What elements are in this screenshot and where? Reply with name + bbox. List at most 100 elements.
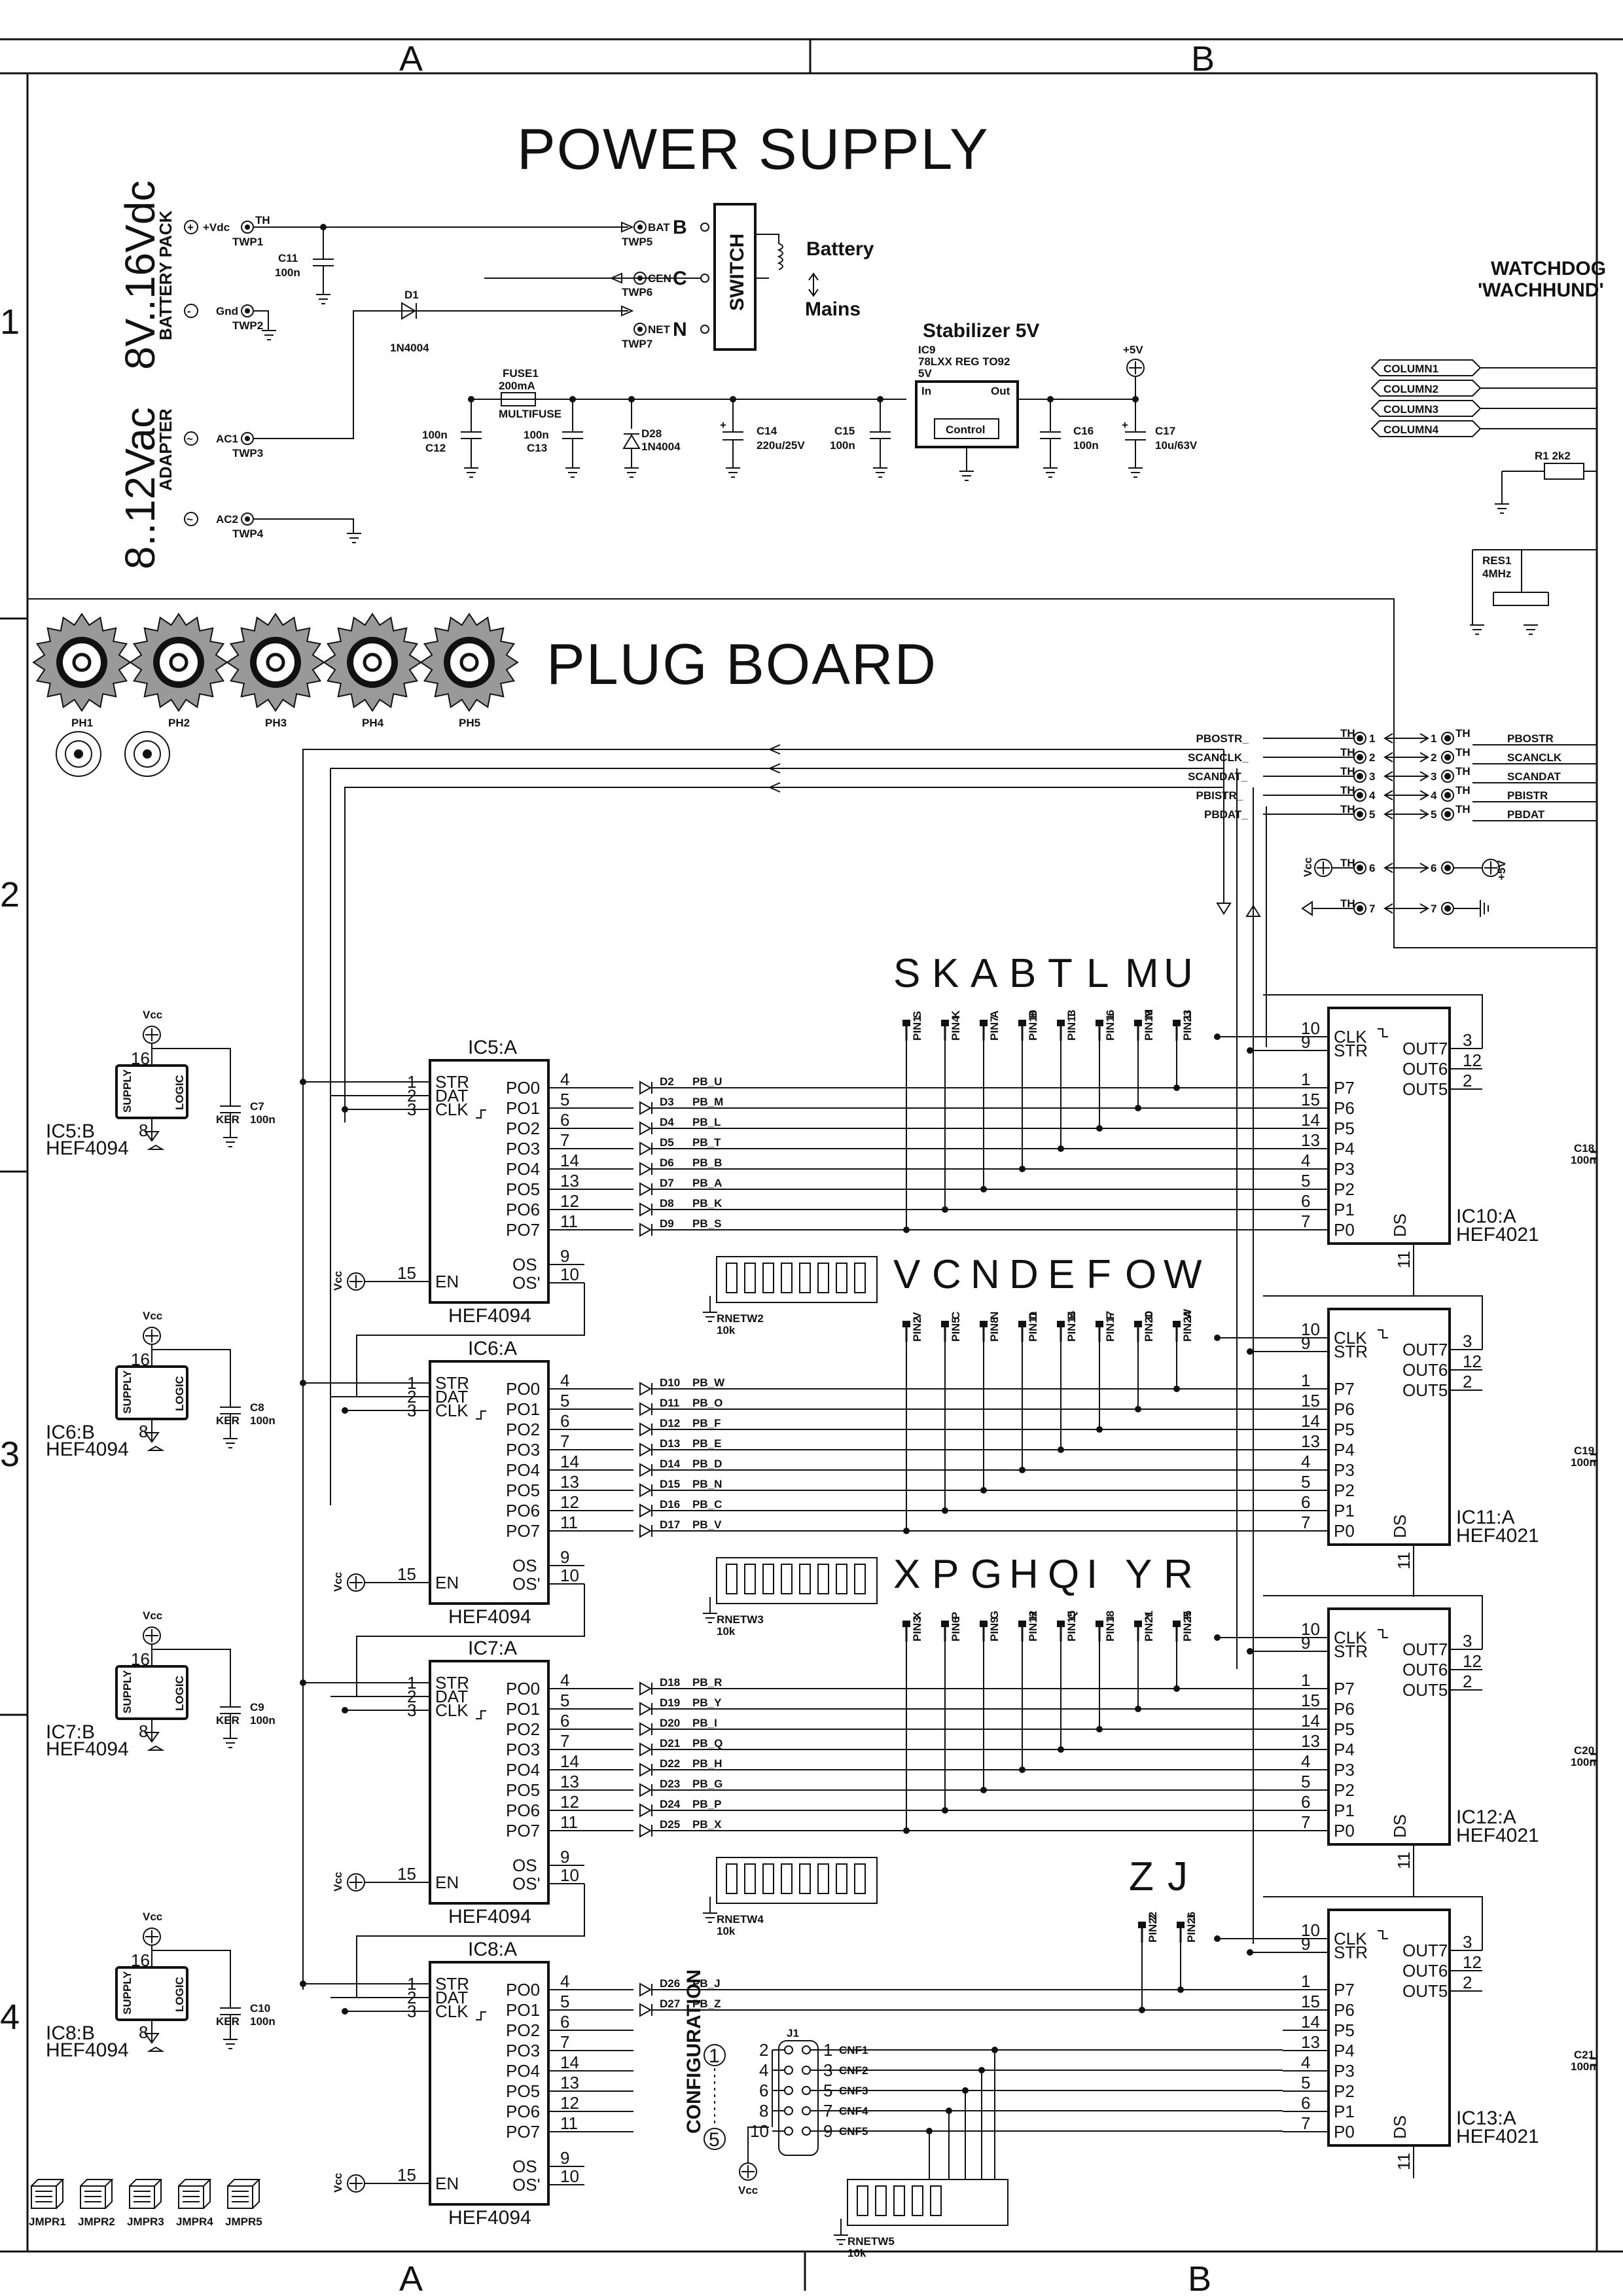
plug-jack: PH4 [323,613,422,729]
ic4021-right-num: 12 [1463,1352,1482,1371]
mains-label: Mains [805,298,861,320]
ic4094-right-name: PO6 [506,1801,540,1820]
connector-pin-left: 1 [1369,732,1375,745]
ic4094-en-num: 15 [397,2165,416,2185]
ic4021-left-num: 6 [1301,2093,1310,2113]
group-pin-letter: K [950,1010,962,1018]
ic4021-right-name: OUT5 [1402,1380,1448,1400]
ic4021-left-name: P5 [1334,1119,1355,1138]
group-pin-label: PIN4 [950,1016,962,1041]
ic4094-right-name: PO2 [506,1420,540,1439]
ic4094-right-name: PO7 [506,1521,540,1541]
ic4094-right-name: PO3 [506,1740,540,1759]
ic4094-right-name: PO4 [506,1159,540,1179]
ic4021-right-num: 3 [1463,1631,1472,1651]
ic4021-right-name: OUT5 [1402,1680,1448,1700]
ic4094-right-name: PO1 [506,2000,540,2020]
diode-label: D14 [660,1458,681,1470]
ic4021-ds-num: 11 [1394,1852,1414,1869]
pin-socket [980,1621,988,1627]
fuse-value: 200mA [499,380,535,392]
ic4021-right-num: 3 [1463,1331,1472,1351]
group-pin-label: PIN6 [950,1617,962,1641]
supply-word: SUPPLY [121,1370,134,1414]
cen-label: CEN [648,272,671,285]
group-letter: H [1009,1552,1039,1597]
ic4094-en-num: 15 [397,1864,416,1884]
group-letter: T [1048,951,1073,996]
group-letter: J [1168,1854,1188,1899]
svg-text:TH: TH [255,214,270,226]
diode-label: D26 [660,1977,680,1990]
ic4094-right-num: 12 [560,1191,579,1211]
group-pin-label: PIN3 [911,1617,923,1641]
frame-col-a-top: A [399,39,423,79]
diode-label: D18 [660,1676,680,1689]
connector-th: TH [1455,727,1471,740]
ic4021-part: HEF4021 [1456,2126,1539,2147]
group-letter: S [893,951,920,996]
ic4021-left-name: STR [1334,1943,1368,1962]
ic4094-left-name: STR [435,1673,469,1693]
connector-pin-right: 1 [1431,732,1436,745]
ic4021-right-num: 2 [1463,1071,1472,1090]
ic4021-left-name: P4 [1334,1740,1355,1759]
n-label: N [673,319,687,340]
stabilizer-label: Stabilizer 5V [923,320,1039,342]
ic4094-right-name: PO5 [506,1179,540,1199]
group-pin-letter: G [988,1611,1001,1619]
ic9-type: 78LXX REG TO92 [918,355,1010,368]
ic4021-left-num: 1 [1301,1371,1310,1390]
ic4094-right-name: PO6 [506,1501,540,1520]
ic4021-right-name: OUT7 [1402,1640,1448,1659]
column-tag-3 [1370,400,1482,417]
group-letter: E [1048,1252,1075,1297]
ic4094-left-name: DAT [435,1086,468,1105]
connector-right-label: SCANDAT [1507,770,1561,783]
ic4021-left-num: 14 [1301,2012,1320,2032]
c14-label: C14 [757,425,777,437]
diode-net: PB_G [692,1778,722,1790]
rnet-value: 10k [847,2247,866,2259]
group-pin-letter: D [1027,1312,1039,1319]
diode-label: D10 [660,1376,680,1389]
ic4021-left-name: CLK [1334,1328,1367,1348]
right-side-section: WATCHDOG 'WACHHUND' COLUMN1COLUMN2COLUMN… [1370,258,1606,2073]
group-pin-letter: I [1104,1616,1116,1619]
diode-net: PB_C [692,1498,722,1511]
ic4094-right-num: 13 [560,2073,579,2092]
ic4094-right-name: PO2 [506,2020,540,2040]
ic4094-right-name: PO6 [506,2102,540,2121]
column-tag-4 [1370,420,1482,437]
c16-value: 100n [1073,439,1099,452]
group-letter: R [1164,1552,1193,1597]
ic4021-part: HEF4021 [1456,1525,1539,1547]
group-pin-label: PIN19 [1143,1010,1155,1041]
pin-socket [902,1321,910,1327]
diode-net: PB_S [692,1217,721,1230]
supply-word: SUPPLY [121,1670,134,1713]
bat-label: BAT [648,221,670,234]
ic4094-right-num: 13 [560,1772,579,1791]
jumper: JMPR3 [127,2179,164,2228]
ic4094-right-name: PO2 [506,1119,540,1138]
connector-left-label: PBISTR_ [1196,789,1243,802]
ic4021-left-name: P3 [1334,1159,1355,1179]
right-cap-value: 100n [1571,1456,1596,1469]
configuration-label: CONFIGURATION [683,1969,705,2134]
plug-jack: PH3 [226,613,325,729]
ic4021-left-num: 7 [1301,1513,1310,1532]
ic4021-right-num: 2 [1463,1372,1472,1391]
group-letter: F [1086,1252,1111,1297]
group-pin-label: PIN22 [1147,1912,1159,1943]
group-letter: M [1125,951,1159,996]
ic4021-left-num: 4 [1301,1452,1310,1471]
ic4021-ds: DS [1390,2115,1410,2139]
ic4094-os-num: 10 [560,2166,579,2186]
ic4021-left-num: 15 [1301,1090,1320,1109]
ic4094-os-num: 9 [560,1246,569,1266]
ic4021-left-name: P3 [1334,1760,1355,1780]
ic4094-left-name: DAT [435,1988,468,2007]
